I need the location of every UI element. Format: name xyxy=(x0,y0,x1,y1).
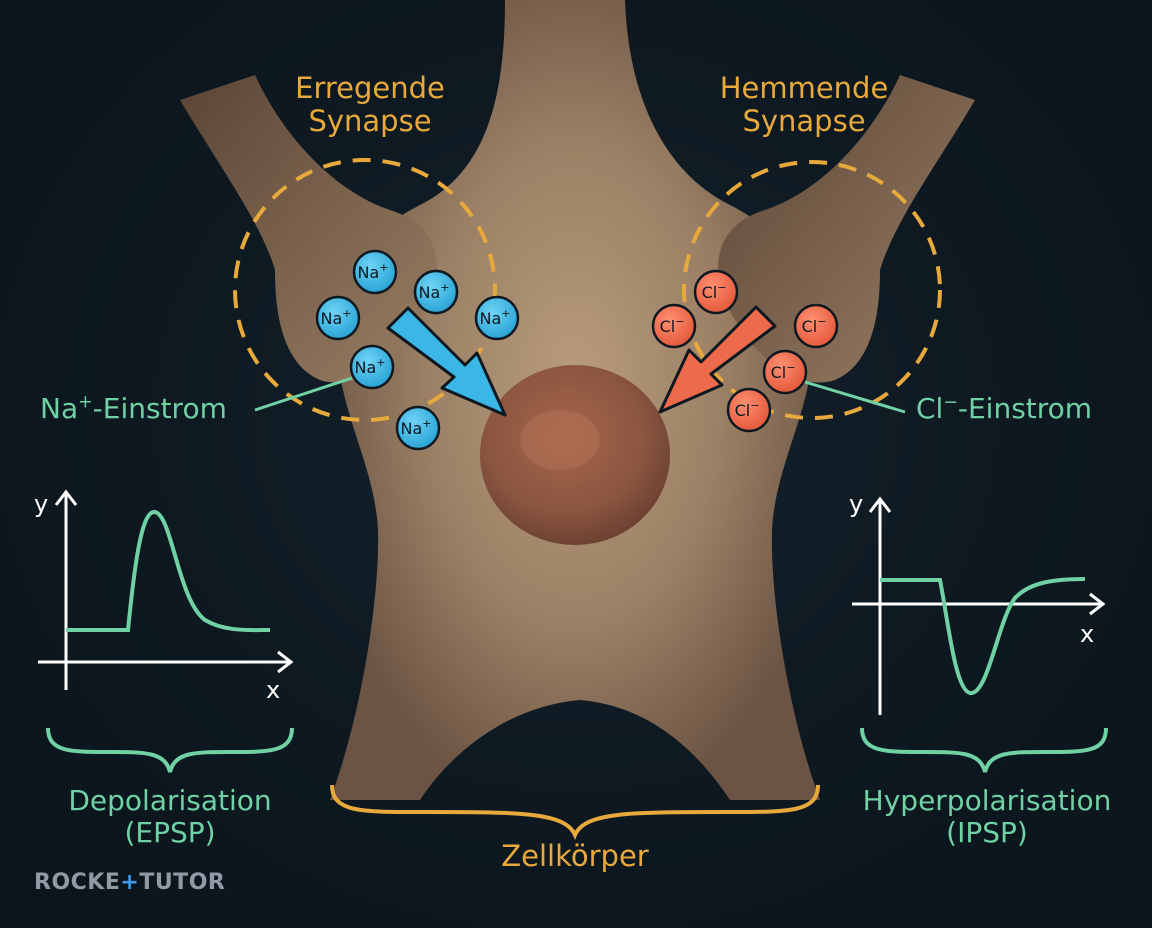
cl-ion-3 xyxy=(793,303,839,349)
cl-ion-5 xyxy=(726,387,772,433)
na-influx-label: Na+-Einstrom xyxy=(40,392,227,425)
ipsp-x-arrowhead xyxy=(1089,592,1106,616)
cl-ion-4 xyxy=(762,349,808,395)
sodium-influx-arrow xyxy=(386,306,507,417)
na-ion-label-3: Na+ xyxy=(321,307,352,328)
na-ion-1 xyxy=(352,249,398,295)
na-influx-ion: Na xyxy=(40,392,79,425)
inhibitory-synapse-label-line2: Synapse xyxy=(742,104,866,139)
cell-body-brace xyxy=(330,784,820,840)
na-ion-label-5: Na+ xyxy=(355,356,386,377)
excitatory-synapse-label: Erregende Synapse xyxy=(270,71,470,139)
na-ion-label-7: Na+ xyxy=(419,281,450,302)
sodium-ions: Na+Na+Na+Na+Na+Na+Na+ xyxy=(315,249,520,451)
na-influx-suffix: -Einstrom xyxy=(92,392,227,425)
brand-plus: + xyxy=(120,870,140,895)
hyperpolarisation-label: Hyperpolarisation (IPSP) xyxy=(842,784,1132,850)
inhibitory-axon-terminal xyxy=(718,75,975,383)
ipsp-curve xyxy=(880,577,1086,695)
ipsp-brace xyxy=(860,727,1108,773)
cl-ion-label-2: Cl− xyxy=(660,315,685,336)
cell-body xyxy=(330,0,820,800)
na-ion-label-4: Na+ xyxy=(480,307,511,328)
excitatory-synapse-outline xyxy=(233,158,497,422)
cl-ion-label-1: Cl− xyxy=(702,281,727,302)
hyperpolarisation-title: Hyperpolarisation xyxy=(862,784,1112,817)
axon-left xyxy=(180,75,437,383)
epsp-curve xyxy=(66,510,271,633)
excitatory-synapse-label-line1: Erregende xyxy=(295,71,445,105)
nucleus xyxy=(480,365,670,545)
epsp-y-arrowhead xyxy=(54,489,78,506)
na-ion-4 xyxy=(474,295,520,341)
cl-label-pointer xyxy=(804,380,906,414)
ipsp-y-label: y xyxy=(849,490,863,518)
cl-ion-2 xyxy=(651,303,697,349)
nucleolus xyxy=(520,410,600,470)
excitatory-synapse-label-line2: Synapse xyxy=(308,104,432,139)
cl-influx-ion: Cl xyxy=(916,392,944,425)
brand-part1: ROCKE xyxy=(34,870,121,895)
cl-ion-label-5: Cl− xyxy=(735,399,760,420)
epsp-x-arrowhead xyxy=(277,650,294,674)
na-influx-charge: + xyxy=(78,392,93,413)
na-ion-7 xyxy=(413,269,459,315)
brand-part2: TUTOR xyxy=(139,870,226,895)
cl-ion-label-3: Cl− xyxy=(802,315,827,336)
axon-right xyxy=(718,75,975,383)
inhibitory-synapse-label: Hemmende Synapse xyxy=(704,71,904,139)
na-ion-label-1: Na+ xyxy=(358,261,389,282)
chloride-influx-arrow xyxy=(658,305,777,414)
cl-ion-label-4: Cl− xyxy=(771,361,796,382)
cl-ion-1 xyxy=(693,269,739,315)
epsp-y-label: y xyxy=(34,490,48,518)
na-ion-label-6: Na+ xyxy=(401,417,432,438)
cl-influx-label: Cl−-Einstrom xyxy=(916,392,1093,425)
inhibitory-synapse-label-line1: Hemmende xyxy=(719,71,889,105)
cl-influx-charge: − xyxy=(943,392,958,413)
ipsp-x-label: x xyxy=(1080,620,1094,648)
cl-influx-suffix: -Einstrom xyxy=(957,392,1093,425)
depolarisation-title: Depolarisation xyxy=(68,784,272,817)
na-ion-5 xyxy=(349,344,395,390)
epsp-graph xyxy=(38,489,294,690)
epsp-x-label: x xyxy=(266,676,280,704)
ipsp-graph xyxy=(852,496,1106,715)
ipsp-abbrev: (IPSP) xyxy=(946,816,1028,850)
excitatory-axon-terminal xyxy=(180,75,437,383)
chloride-ions: Cl− Cl− Cl− Cl− Cl− xyxy=(651,269,839,433)
na-label-pointer xyxy=(254,376,353,412)
epsp-abbrev: (EPSP) xyxy=(124,816,216,850)
na-ion-6 xyxy=(395,405,441,451)
ipsp-y-arrowhead xyxy=(868,496,892,513)
na-ion-3 xyxy=(315,295,361,341)
cell-body-label: Zellkörper xyxy=(501,839,649,873)
brand-logo: ROCKE+TUTOR xyxy=(34,870,225,895)
epsp-brace xyxy=(46,727,294,773)
depolarisation-label: Depolarisation (EPSP) xyxy=(50,784,290,850)
inhibitory-synapse-outline xyxy=(682,160,942,420)
